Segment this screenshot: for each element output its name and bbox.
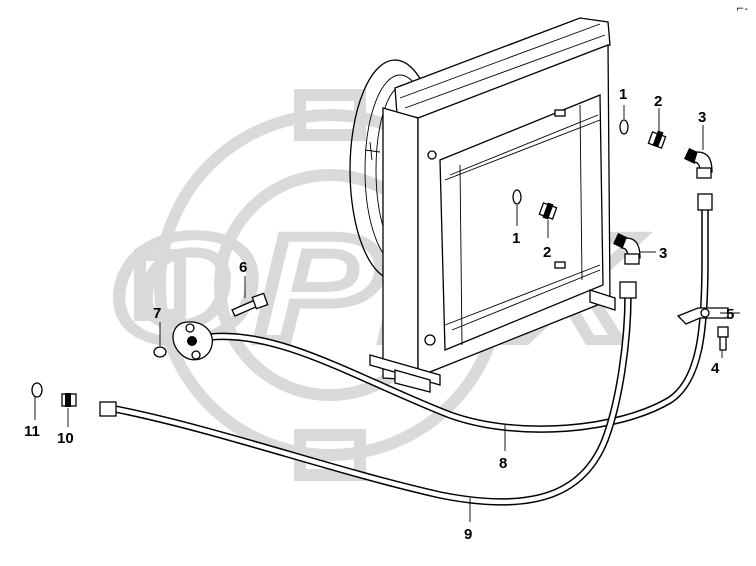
o-ring-11 xyxy=(31,382,43,398)
callout-5: 5 xyxy=(726,306,734,323)
callout-2-middle: 2 xyxy=(543,244,551,261)
callout-9: 9 xyxy=(464,526,472,543)
flange-fitting xyxy=(153,321,213,361)
callout-10: 10 xyxy=(57,430,74,447)
callouts: 1 2 3 1 2 3 5 4 6 7 8 9 10 11 xyxy=(24,86,734,543)
radiator-core xyxy=(439,94,604,351)
bolt-4 xyxy=(717,326,729,351)
callout-3-upper: 3 xyxy=(698,109,706,126)
hose-9 xyxy=(99,281,637,506)
callout-11: 11 xyxy=(24,423,40,440)
o-ring-middle xyxy=(512,189,522,205)
adapter-upper xyxy=(647,130,667,149)
callout-1-upper: 1 xyxy=(619,86,627,103)
callout-3-middle: 3 xyxy=(659,245,667,262)
callout-6: 6 xyxy=(239,259,247,276)
callout-4: 4 xyxy=(711,360,720,377)
bolt-6 xyxy=(231,292,269,317)
radiator-frame xyxy=(382,107,419,381)
left-fittings xyxy=(31,382,77,407)
callout-8: 8 xyxy=(499,455,507,472)
bracket-5 xyxy=(676,307,729,325)
upper-fittings xyxy=(619,119,713,179)
elbow-upper xyxy=(684,148,713,179)
corner-mark: ⌐- xyxy=(736,4,748,15)
leader-lines xyxy=(34,105,740,522)
hose-8 xyxy=(206,193,713,433)
middle-fittings xyxy=(512,189,641,265)
callout-7: 7 xyxy=(153,305,161,322)
elbow-middle xyxy=(613,233,641,265)
flange-o-ring xyxy=(153,346,167,358)
radiator-assembly xyxy=(349,17,616,393)
callout-1-middle: 1 xyxy=(512,230,520,247)
hoses xyxy=(99,193,713,506)
callout-2-upper: 2 xyxy=(654,93,662,110)
adapter-middle xyxy=(538,202,558,220)
o-ring-upper xyxy=(619,119,629,135)
